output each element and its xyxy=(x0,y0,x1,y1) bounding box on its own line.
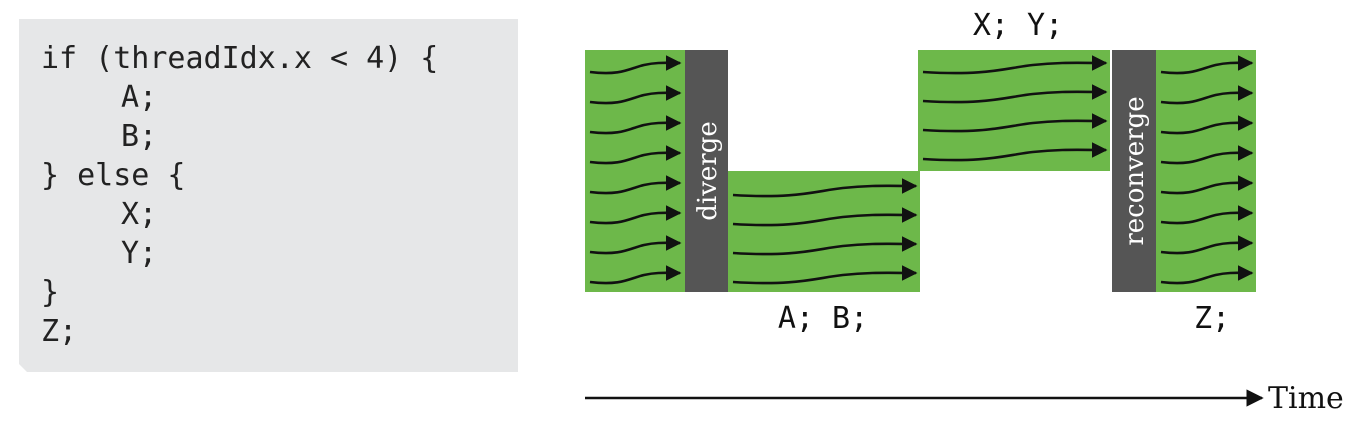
thread-arrow xyxy=(1160,145,1254,165)
thread-arrow xyxy=(1160,205,1254,225)
thread-arrow xyxy=(589,85,682,105)
thread-arrow xyxy=(922,84,1108,104)
thread-arrow xyxy=(589,115,682,135)
thread-arrow xyxy=(589,265,682,285)
thread-arrow xyxy=(732,236,918,256)
thread-arrow xyxy=(922,142,1108,162)
ab-label: A; B; xyxy=(778,301,868,336)
block-before-divergence xyxy=(585,50,685,292)
code-line: A; xyxy=(121,80,158,115)
thread-arrow xyxy=(922,113,1108,133)
diverge-bar xyxy=(685,50,728,292)
thread-arrow xyxy=(589,55,682,75)
thread-arrow xyxy=(1160,235,1254,255)
thread-arrow xyxy=(589,145,682,165)
thread-arrow xyxy=(589,205,682,225)
code-line: B; xyxy=(121,119,158,154)
thread-arrow xyxy=(732,178,918,198)
code-line: X; xyxy=(121,197,158,232)
thread-arrow xyxy=(922,55,1108,75)
code-panel: if (threadIdx.x < 4) { A; B; } else { X; Y;} Z… xyxy=(19,19,518,372)
code-line: Z; xyxy=(41,314,78,349)
thread-arrow xyxy=(1160,115,1254,135)
reconverge-bar xyxy=(1112,50,1156,292)
code-line: } xyxy=(41,275,60,310)
thread-arrow xyxy=(732,265,918,285)
z-label: Z; xyxy=(1194,301,1230,336)
code-listing: if (threadIdx.x < 4) { A; B; } else { X; Y;} Z… xyxy=(41,39,438,351)
xy-label: X; Y; xyxy=(973,8,1063,43)
time-label: Time xyxy=(1268,381,1344,416)
code-line: } else { xyxy=(41,158,186,193)
thread-arrow xyxy=(589,235,682,255)
code-line: Y; xyxy=(121,236,158,271)
code-line: if (threadIdx.x < 4) { xyxy=(41,41,439,76)
block-after-reconvergence xyxy=(1156,50,1256,292)
thread-arrow xyxy=(1160,85,1254,105)
thread-arrow xyxy=(589,175,682,195)
thread-arrow xyxy=(1160,265,1254,285)
thread-arrows xyxy=(589,55,1254,285)
thread-arrow xyxy=(1160,55,1254,75)
thread-arrow xyxy=(732,207,918,227)
reconverge-label: reconverge xyxy=(1120,96,1150,245)
thread-arrow xyxy=(1160,175,1254,195)
diverge-label: diverge xyxy=(693,121,723,221)
